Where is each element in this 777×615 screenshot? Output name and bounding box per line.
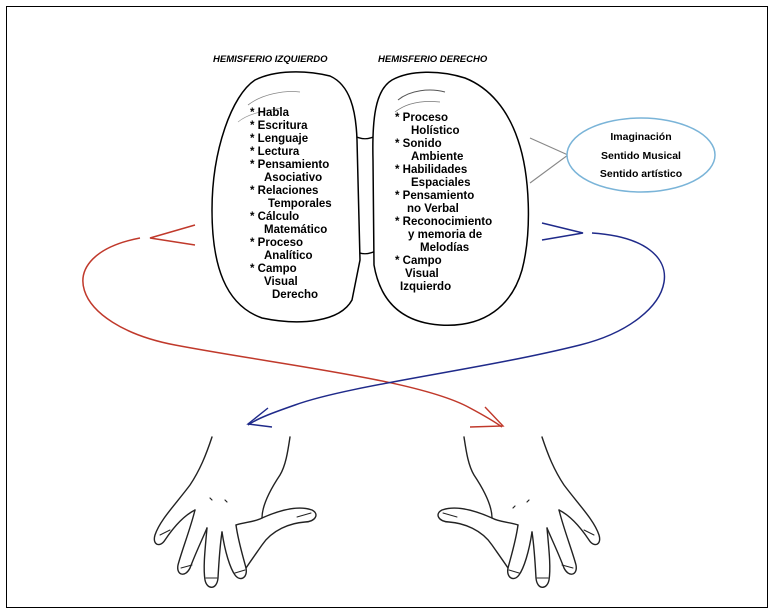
left-item-line: * Cálculo (250, 211, 299, 223)
right-item-line: Holístico (411, 125, 460, 137)
bubble-connector (529, 137, 570, 184)
right-hemisphere-blue-arrowhead (541, 222, 584, 241)
left-item-line: * Lenguaje (250, 133, 308, 145)
right-hemisphere-heading: HEMISFERIO DERECHO (378, 54, 488, 65)
left-gyrus-line (247, 91, 301, 106)
right-item-line: * Proceso (395, 112, 448, 124)
left-item-line: * Habla (250, 107, 290, 119)
right-gyrus-line (397, 89, 446, 101)
red-crossing-path (82, 237, 503, 428)
right-item-line: no Verbal (407, 203, 459, 215)
right-item-line: * Reconocimiento (395, 216, 492, 228)
right-hand-red-arrowhead (469, 406, 505, 428)
left-item-line: * Relaciones (250, 185, 318, 197)
bubble-line: Sentido Musical (601, 150, 681, 162)
right-item-line: * Pensamiento (395, 190, 474, 202)
abilities-bubble (566, 117, 716, 193)
left-hemisphere-red-arrowhead (149, 224, 196, 246)
left-hand-illustration (153, 436, 317, 588)
right-item-line: Ambiente (411, 151, 463, 163)
bubble-line: Imaginación (610, 131, 671, 143)
right-hemisphere-list: * Proceso Holístico * Sonido Ambiente * … (395, 112, 492, 293)
left-item-line: * Proceso (250, 237, 303, 249)
right-item-line: * Habilidades (395, 164, 467, 176)
left-hand-blue-arrowhead (246, 407, 273, 428)
left-item-line: * Campo (250, 263, 297, 275)
right-item-line: * Sonido (395, 138, 442, 150)
left-item-line: * Pensamiento (250, 159, 329, 171)
bubble-line: Sentido artístico (600, 168, 682, 180)
left-item-line: * Lectura (250, 146, 300, 158)
right-item-line: Espaciales (411, 177, 470, 189)
right-hand-illustration (437, 436, 601, 588)
left-item-line: Temporales (268, 198, 332, 210)
right-gyrus-line (394, 101, 441, 113)
left-item-line: Asociativo (264, 172, 322, 184)
left-hemisphere (211, 71, 361, 323)
blue-crossing-path (247, 232, 666, 426)
left-item-line: Visual (264, 276, 298, 288)
left-item-line: Matemático (264, 224, 327, 236)
right-hemisphere (372, 71, 530, 326)
right-item-line: Izquierdo (400, 281, 451, 293)
left-gyrus-line (237, 107, 283, 123)
left-item-line: Analítico (264, 250, 313, 262)
diagram-frame (6, 6, 768, 608)
right-item-line: Melodías (420, 242, 469, 254)
left-hemisphere-list: * Habla * Escritura * Lenguaje * Lectura… (250, 107, 332, 301)
right-item-line: * Campo (395, 255, 442, 267)
right-item-line: y memoria de (408, 229, 482, 241)
left-item-line: Derecho (272, 289, 318, 301)
left-item-line: * Escritura (250, 120, 308, 132)
right-item-line: Visual (405, 268, 439, 280)
left-hemisphere-heading: HEMISFERIO IZQUIERDO (213, 54, 328, 65)
